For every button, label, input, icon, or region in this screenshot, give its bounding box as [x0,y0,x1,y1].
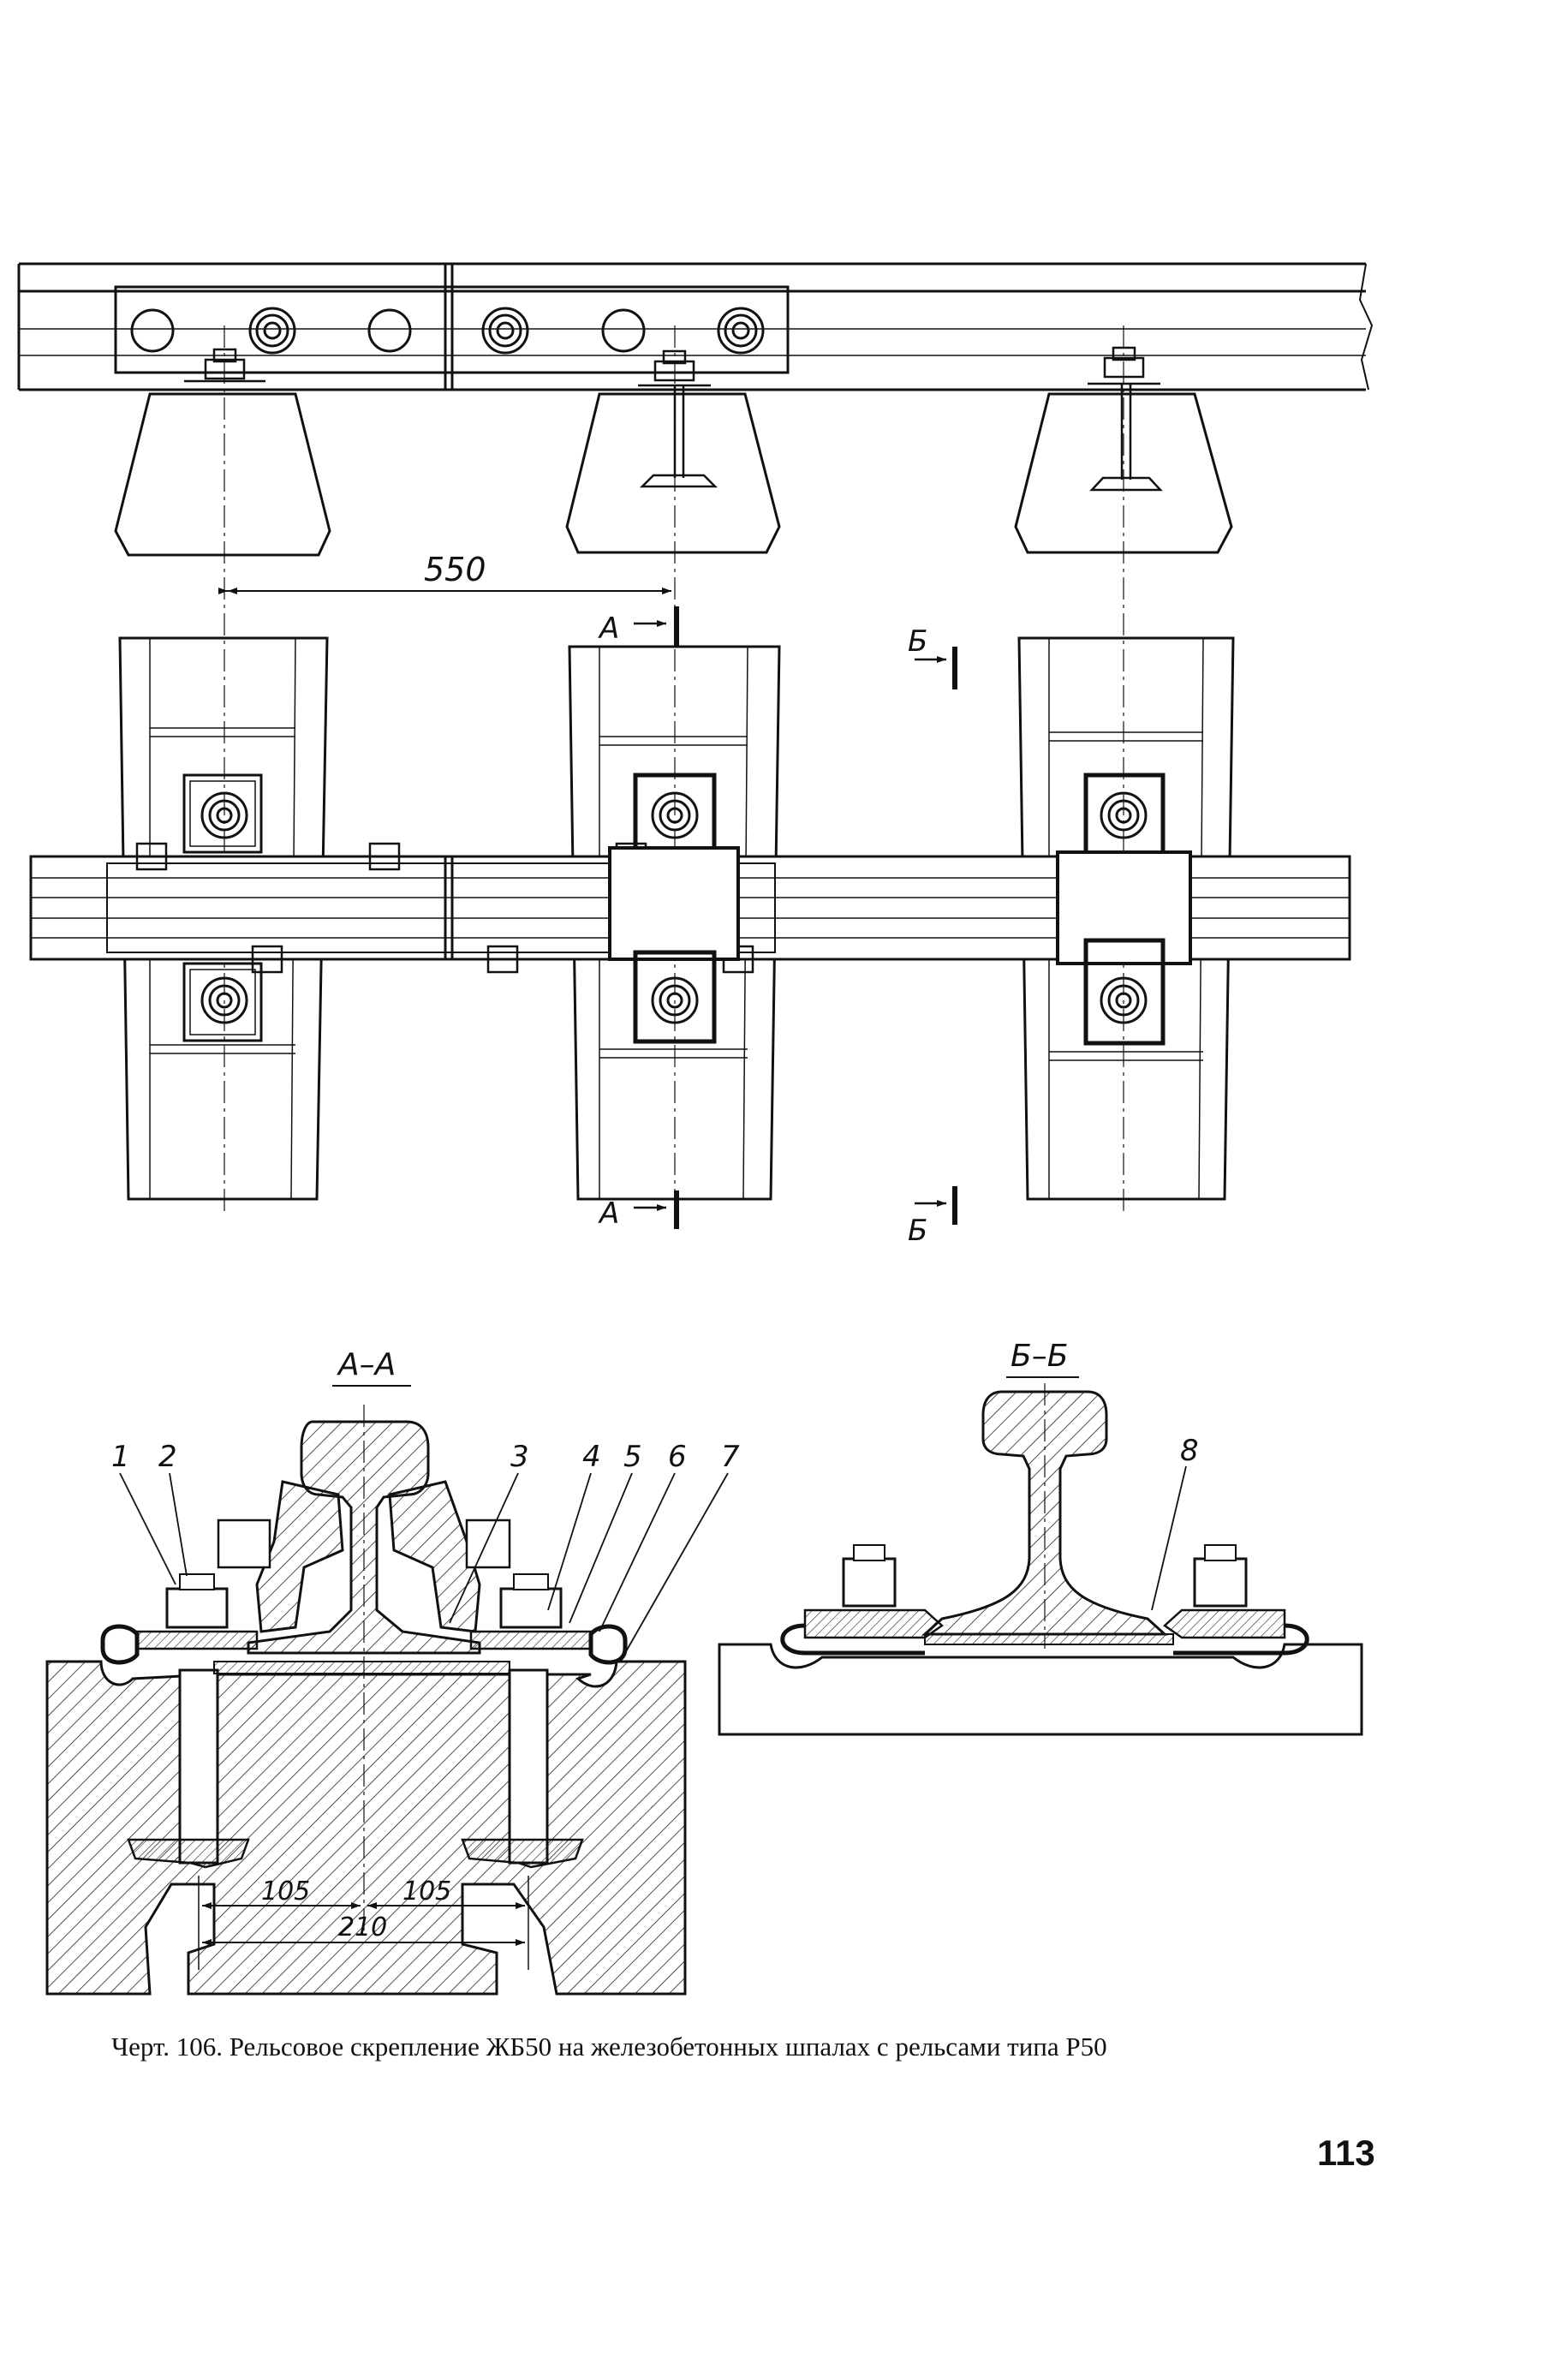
callout-3: 3 [510,1440,529,1474]
callout-8: 8 [1180,1434,1199,1468]
section-mark-b-bottom: Б [908,1214,927,1248]
callout-5: 5 [623,1440,642,1474]
callout-2: 2 [158,1440,177,1474]
section-bb: Б–Б 8 [718,1339,1363,1736]
dimension-210: 210 [338,1912,387,1942]
side-view [17,262,1374,1216]
callout-1: 1 [111,1440,130,1474]
dimension-550-label: 550 [424,551,486,588]
sleeper-side-2 [565,392,781,554]
page-number: 113 [1317,2133,1375,2173]
section-mark-a-top: А [598,612,619,646]
section-aa: А–А [45,1347,740,1996]
section-marks [634,606,957,1229]
dimension-105-right: 105 [402,1877,451,1907]
sleeper-side-1 [114,392,331,557]
callout-6: 6 [668,1440,687,1474]
section-mark-a-bottom: А [598,1196,619,1231]
dimension-550: 550 [218,551,671,594]
sleeper-side-3 [1014,392,1233,554]
callout-4: 4 [582,1440,601,1474]
section-mark-b-top: Б [908,624,927,659]
section-aa-title: А–А [337,1347,396,1382]
joint-bolts [130,307,765,355]
callout-7: 7 [721,1440,740,1474]
dimension-105-left: 105 [261,1877,310,1907]
section-bb-title: Б–Б [1011,1339,1068,1374]
plan-view [29,636,1351,1201]
figure-caption: Черт. 106. Рельсовое скрепление ЖБ50 на … [111,2032,1107,2062]
